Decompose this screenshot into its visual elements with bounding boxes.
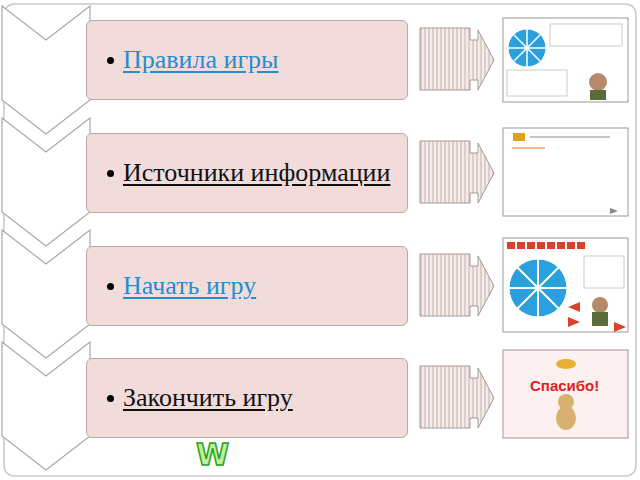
menu-box: Правила игры: [86, 20, 408, 100]
menu-box: Начать игру: [86, 246, 408, 326]
menu-link: Правила игры: [123, 45, 279, 75]
chevron-list: [2, 6, 90, 470]
outer-frame: [4, 4, 636, 476]
thumbnail-sources: [503, 128, 628, 216]
menu-link: Закончить игру: [123, 383, 293, 413]
menu-link: Начать игру: [123, 271, 256, 301]
w-logo: W: [196, 440, 229, 470]
thanks-text: Спасибо!: [530, 377, 599, 394]
thumbnail-rules: [503, 18, 628, 102]
thumbnail-game: [503, 238, 628, 332]
menu-box: Закончить игру: [86, 358, 408, 438]
menu-link: Источники информации: [123, 158, 390, 188]
thumbnail-thanks: [503, 350, 628, 438]
bullet-dot: [107, 57, 114, 64]
bullet-dot: [107, 283, 114, 290]
striped-arrows: [420, 28, 494, 428]
menu-box: Источники информации: [86, 133, 408, 213]
bullet-dot: [107, 170, 114, 177]
bullet-dot: [107, 395, 114, 402]
